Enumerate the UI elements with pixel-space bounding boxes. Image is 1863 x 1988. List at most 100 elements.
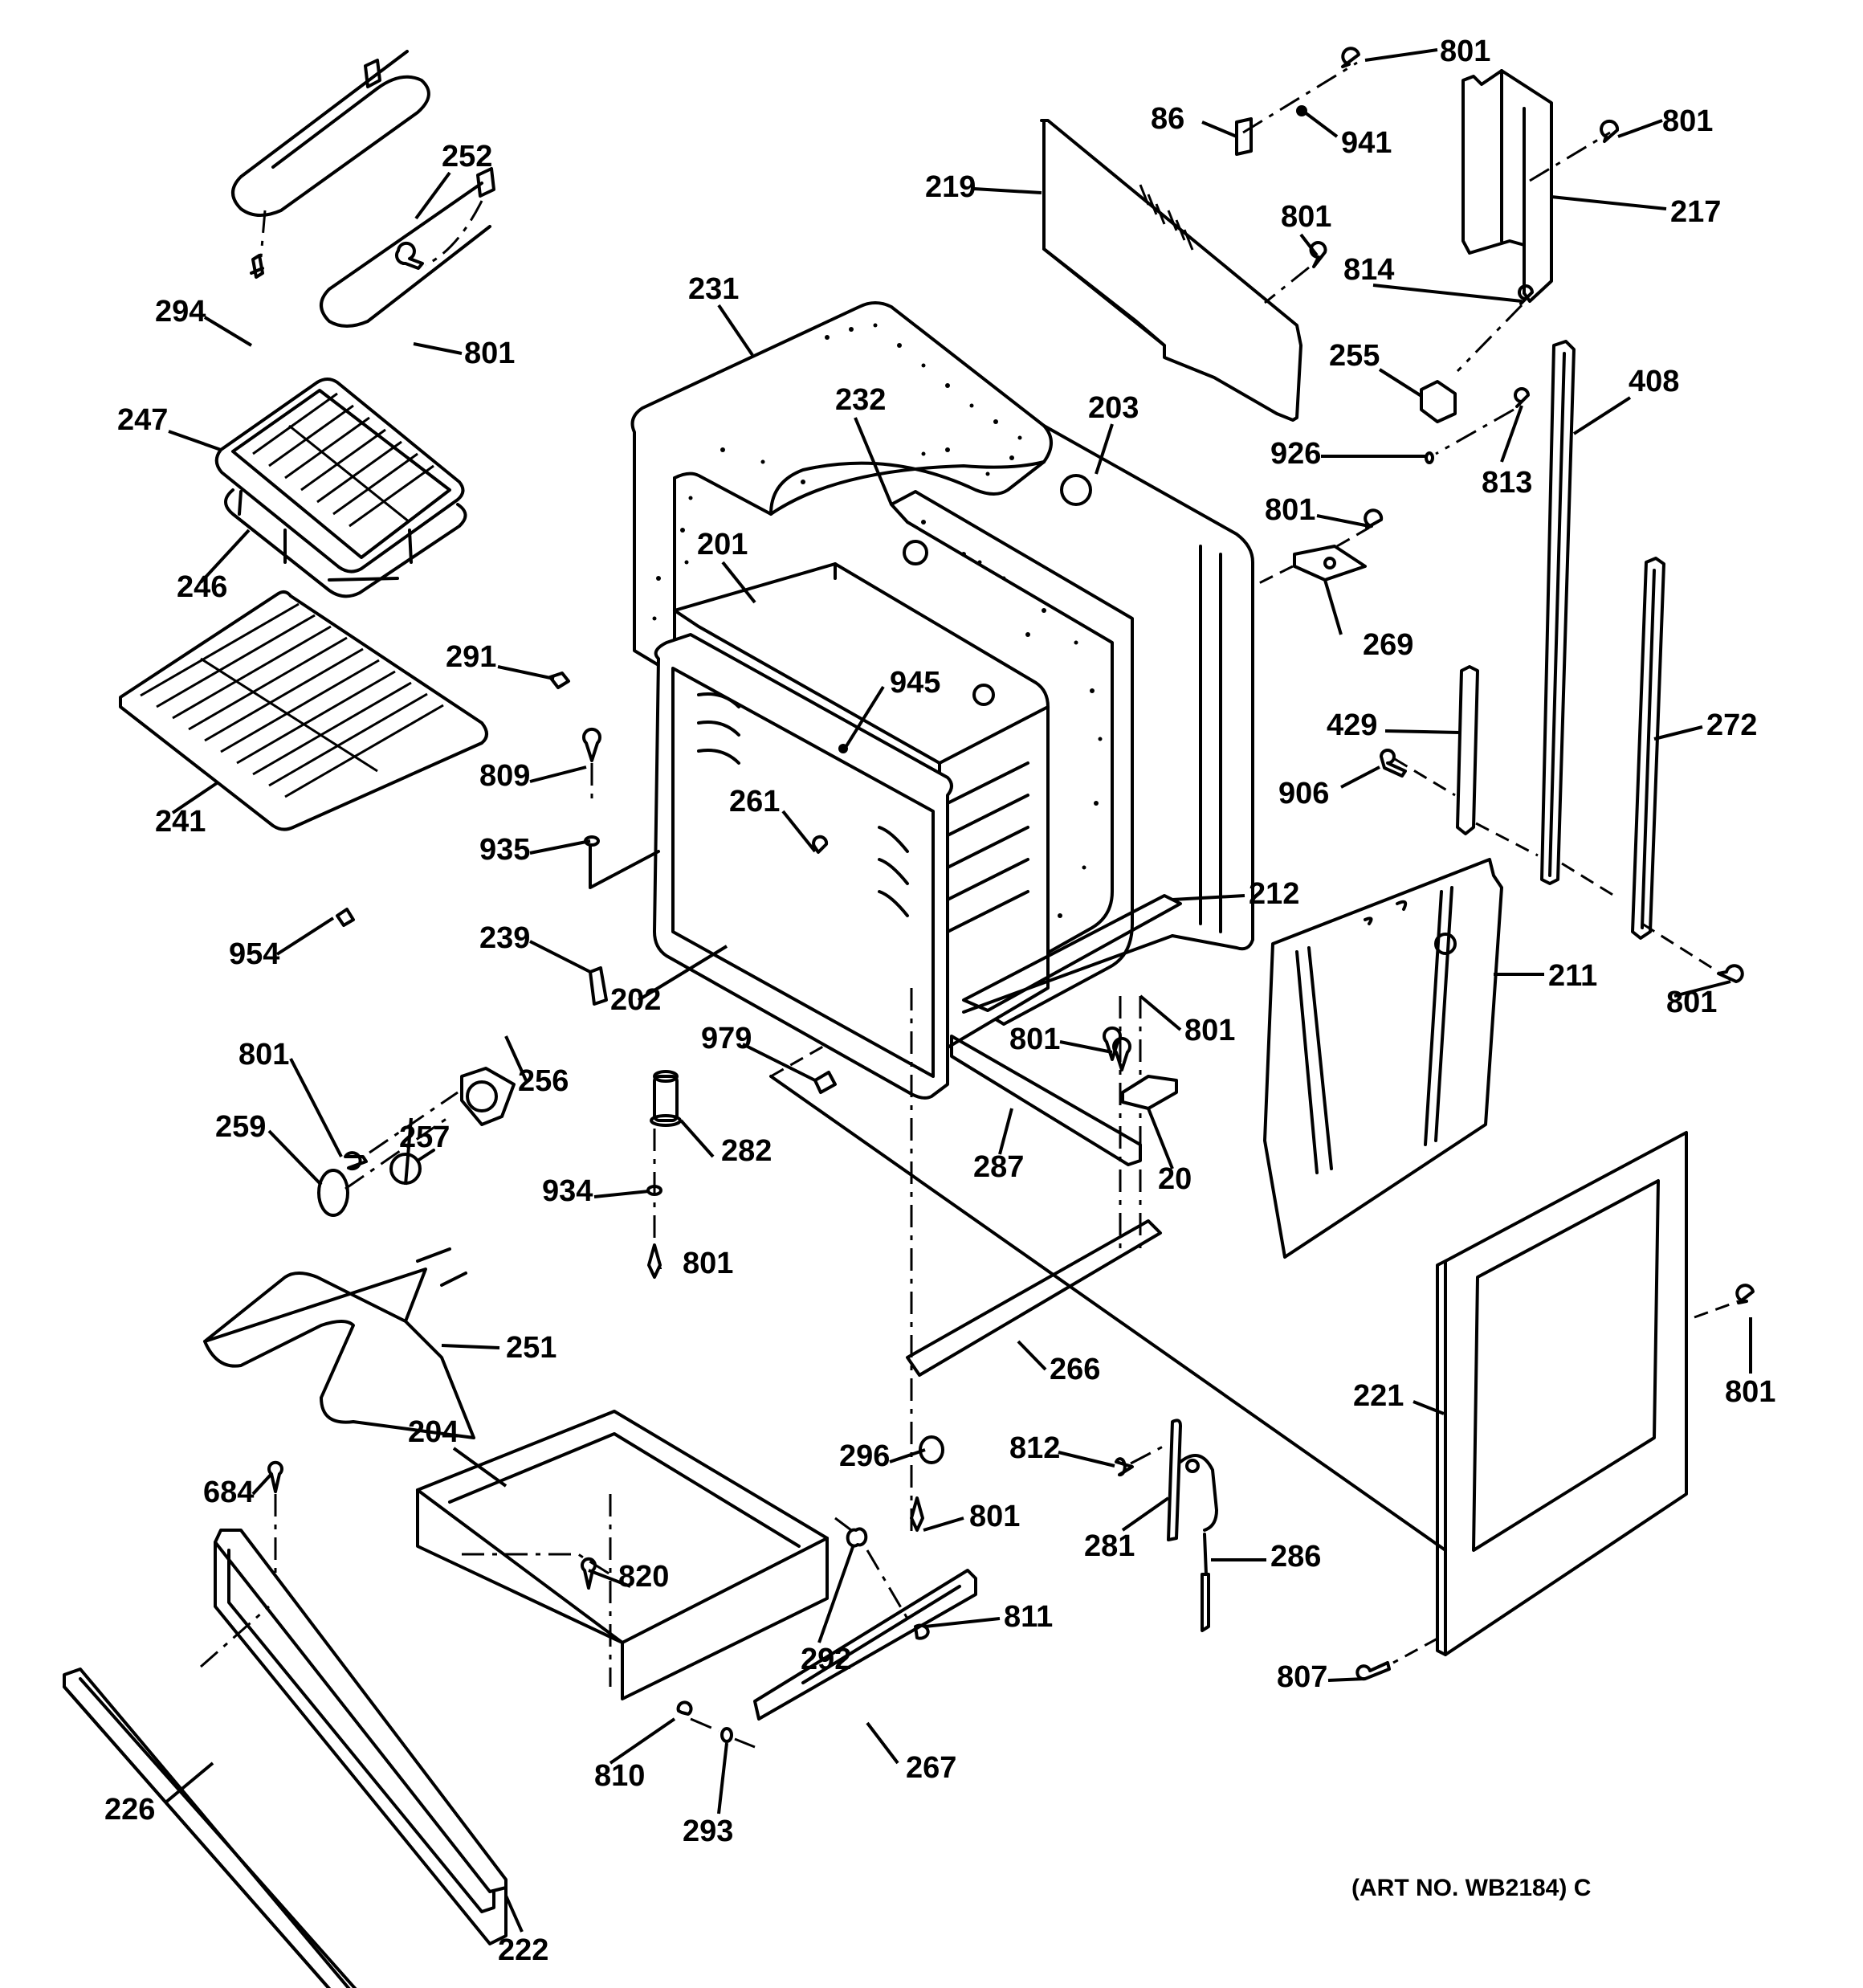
- callout-202: 202: [610, 983, 661, 1017]
- callout-809: 809: [479, 759, 530, 793]
- leader-line-86: [1201, 120, 1237, 138]
- clip-291: [548, 672, 570, 689]
- leader-line-267: [866, 1721, 899, 1765]
- leader-line-202: [637, 945, 728, 1002]
- bracket-20: [1121, 1075, 1178, 1110]
- callout-291: 291: [446, 640, 496, 674]
- callout-266: 266: [1050, 1353, 1100, 1386]
- leader-line-935: [529, 839, 591, 855]
- callout-287: 287: [973, 1150, 1024, 1184]
- callout-812: 812: [1009, 1431, 1060, 1465]
- leader-line-408: [1572, 396, 1632, 435]
- leader-line-296: [889, 1448, 926, 1463]
- callout-820: 820: [618, 1560, 669, 1594]
- screw-801-top: [1341, 47, 1360, 68]
- leader-line-941: [1303, 111, 1339, 138]
- leader-line-203: [1095, 423, 1114, 475]
- callout-941: 941: [1341, 126, 1392, 160]
- leader-line-239: [529, 940, 591, 974]
- screw-813: [1514, 387, 1530, 408]
- leader-line-812: [1058, 1451, 1115, 1468]
- leader-line-820: [588, 1569, 631, 1588]
- screw-811: [914, 1623, 930, 1640]
- leader-line-232: [854, 417, 893, 505]
- leader-line-241: [171, 782, 218, 814]
- callout-408: 408: [1629, 365, 1679, 398]
- lamp-bulb-257: [389, 1149, 435, 1185]
- callout-801: 801: [683, 1247, 733, 1280]
- screw-809: [582, 727, 601, 762]
- broiler-grid-247: [214, 378, 465, 574]
- lamp-cover-259: [317, 1169, 349, 1217]
- callout-232: 232: [835, 383, 886, 417]
- leveling-leg-282: [650, 1070, 682, 1127]
- oven-rack-241: [119, 590, 488, 831]
- callout-282: 282: [721, 1134, 772, 1168]
- callout-252: 252: [442, 140, 492, 173]
- broiler-pan-246: [224, 488, 467, 598]
- callout-801: 801: [969, 1500, 1020, 1533]
- door-panel-221: [1436, 1131, 1688, 1656]
- callout-801: 801: [1281, 200, 1331, 234]
- callout-293: 293: [683, 1815, 733, 1848]
- leader-line-291: [497, 665, 555, 680]
- callout-934: 934: [542, 1174, 593, 1208]
- leader-line-801: [289, 1058, 343, 1157]
- clip-979: [813, 1071, 837, 1094]
- leader-line-20: [1147, 1108, 1174, 1170]
- leader-line-814: [1372, 284, 1523, 303]
- screw-814: [1518, 284, 1534, 305]
- callout-269: 269: [1363, 628, 1413, 662]
- screw-906: [1380, 749, 1407, 778]
- washer-292: [846, 1527, 868, 1548]
- callout-212: 212: [1249, 877, 1299, 911]
- screw-801-269: [1364, 508, 1384, 529]
- callout-801: 801: [238, 1038, 289, 1072]
- leader-line-684: [251, 1472, 273, 1496]
- leader-line-801: [1617, 119, 1663, 138]
- callout-801: 801: [1662, 104, 1713, 138]
- leader-line-204: [452, 1447, 508, 1488]
- leader-line-259: [267, 1129, 323, 1186]
- screw-801-lamp: [344, 1151, 368, 1171]
- side-panel-211: [1263, 858, 1503, 1259]
- shield-239: [589, 966, 608, 1006]
- leader-line-801: [1364, 48, 1438, 62]
- bracket-269: [1293, 545, 1367, 582]
- leader-line-945: [843, 685, 885, 750]
- leader-line-906: [1340, 765, 1380, 789]
- leader-line-217: [1551, 195, 1667, 210]
- callout-801: 801: [1265, 493, 1315, 527]
- callout-267: 267: [906, 1751, 956, 1785]
- callout-259: 259: [215, 1110, 266, 1144]
- screw-801-20b: [1103, 1026, 1122, 1061]
- rail-272: [1631, 557, 1665, 940]
- leader-line-810: [609, 1717, 676, 1765]
- leader-line-801: [413, 342, 463, 355]
- leader-line-266: [1017, 1340, 1047, 1371]
- leader-line-979: [742, 1043, 816, 1082]
- callout-203: 203: [1088, 391, 1139, 425]
- rail-408: [1540, 340, 1576, 885]
- rail-266: [906, 1219, 1162, 1377]
- bracket-429: [1456, 665, 1479, 835]
- callout-814: 814: [1343, 253, 1394, 287]
- leader-line-246: [199, 529, 251, 584]
- screw-810: [676, 1700, 693, 1716]
- callout-86: 86: [1151, 102, 1184, 136]
- callout-201: 201: [697, 528, 748, 561]
- leader-line-801: [923, 1517, 964, 1532]
- callout-204: 204: [408, 1415, 459, 1449]
- leader-line-226: [163, 1761, 214, 1805]
- callout-217: 217: [1670, 195, 1721, 229]
- leader-line-269: [1323, 579, 1343, 635]
- callout-811: 811: [1004, 1600, 1053, 1634]
- trim-226: [63, 1668, 357, 1988]
- screw-801-element: [395, 241, 424, 270]
- leader-line-801: [1299, 233, 1319, 257]
- rail-287: [950, 1035, 1142, 1166]
- leader-line-272: [1653, 725, 1703, 741]
- callout-239: 239: [479, 921, 530, 955]
- leader-line-954: [275, 916, 335, 956]
- callout-281: 281: [1084, 1529, 1135, 1563]
